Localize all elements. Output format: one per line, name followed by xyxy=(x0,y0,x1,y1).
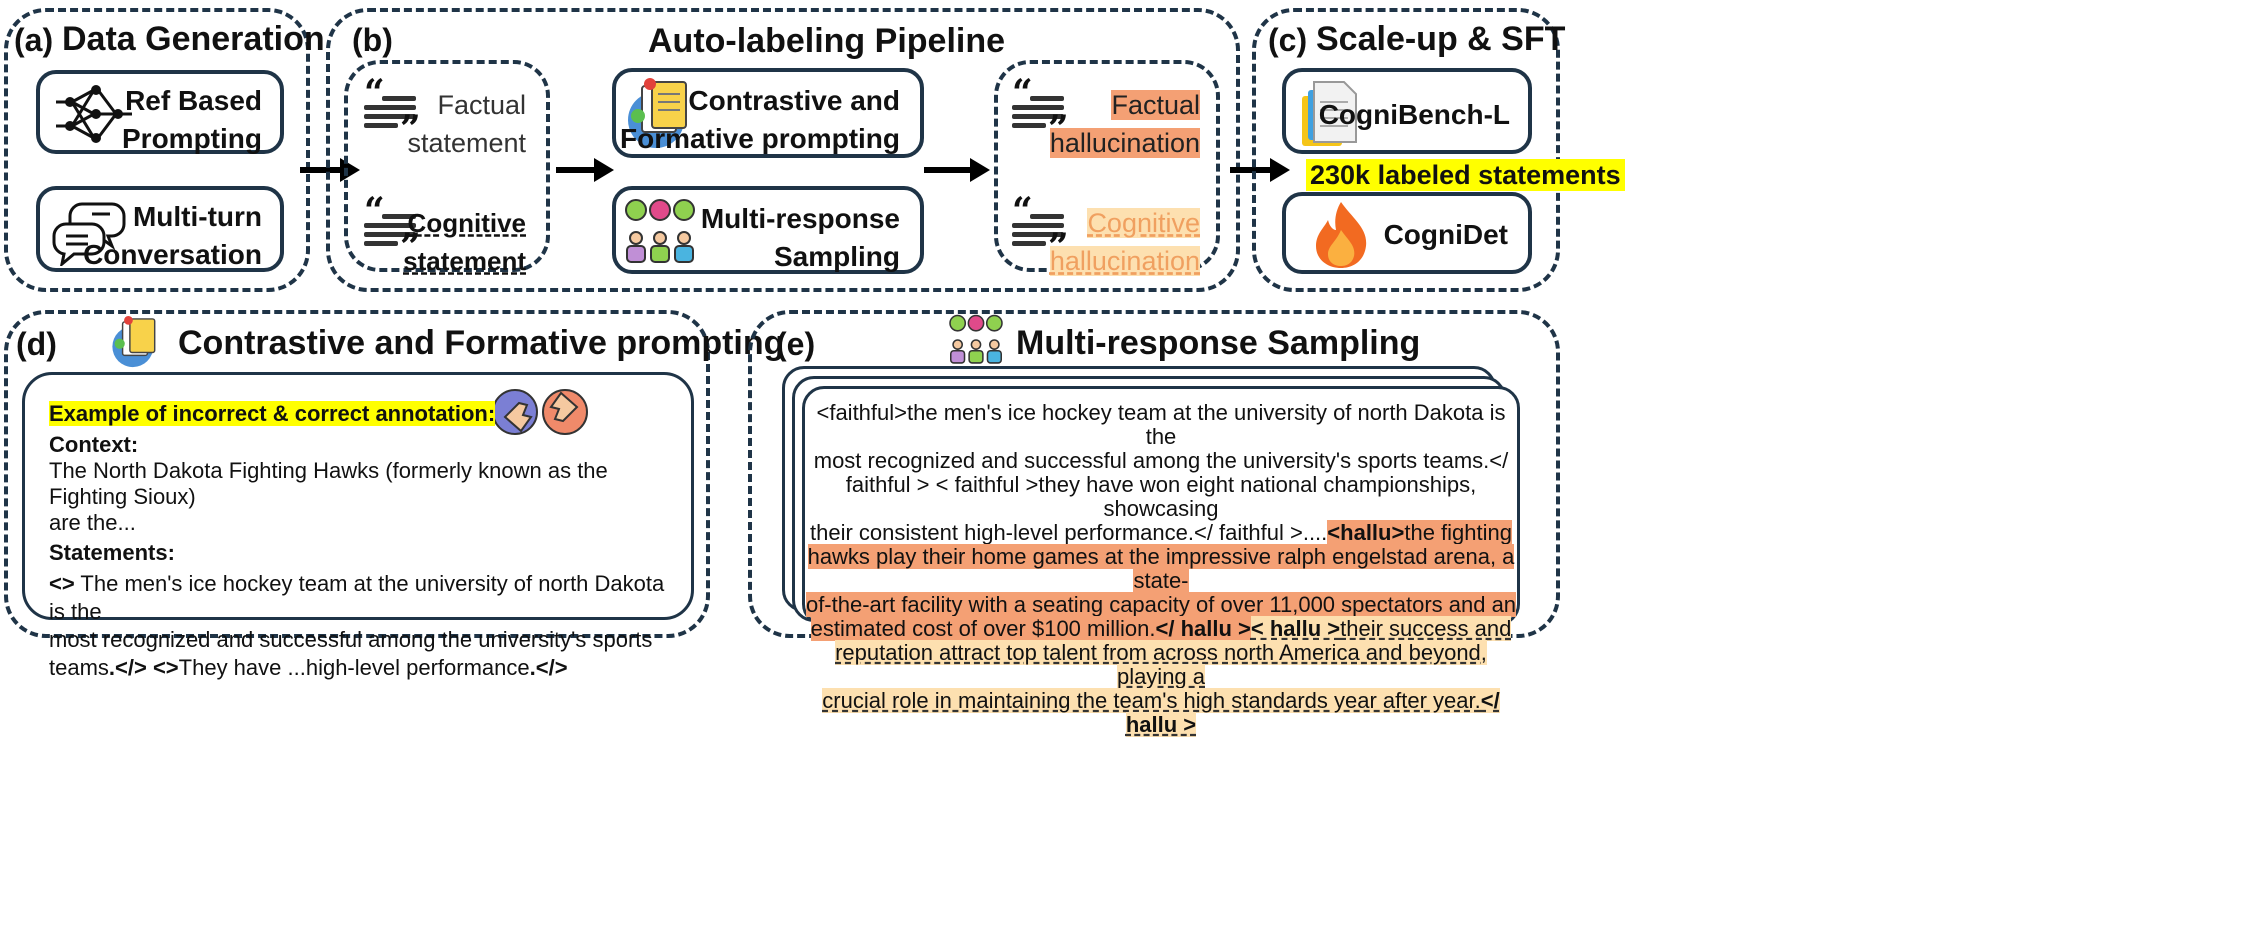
response-line8: reputation attract top talent from acros… xyxy=(835,640,1487,689)
statements-label: Statements: xyxy=(49,540,175,565)
response-line9a: crucial role in maintaining the team's h… xyxy=(822,688,1481,713)
response-line1: <faithful>the men's ice hockey team at t… xyxy=(816,400,1506,449)
hallu-tag-open-1: <hallu> xyxy=(1327,520,1405,545)
section-d-title: Contrastive and Formative prompting xyxy=(178,324,785,362)
quote-icon-cognitive: “ ” xyxy=(364,190,421,268)
thumbs-icon xyxy=(492,389,588,435)
contrastive-prompting-box: Contrastive and Formative prompting xyxy=(612,68,924,158)
section-b-title: Auto-labeling Pipeline xyxy=(648,22,1006,60)
section-a-letter: (a) xyxy=(14,22,54,58)
quote-icon-factual: “ ” xyxy=(364,72,421,150)
hallu-tag-close-1: </ hallu > xyxy=(1155,616,1251,641)
labeled-statements-tag: 230k labeled statements xyxy=(1306,159,1625,191)
response-card-front: <faithful>the men's ice hockey team at t… xyxy=(802,386,1520,737)
quote-icon-factual-out: “ ” xyxy=(1012,72,1069,150)
multi-turn-conversation-box: Multi-turn Conversation xyxy=(36,186,284,272)
hallu-tag-open-2: < hallu > xyxy=(1250,616,1341,641)
chat-bubbles-icon xyxy=(52,202,126,266)
arrow-methods-to-output xyxy=(924,158,990,182)
response-line3: faithful > < faithful >they have won eig… xyxy=(845,472,1477,521)
section-e-title: Multi-response Sampling xyxy=(1016,324,1421,362)
statement-line1: The men's ice hockey team at the univers… xyxy=(49,571,665,624)
response-line2: most recognized and successful among the… xyxy=(813,448,1509,473)
statement-tag-open: <> xyxy=(49,571,75,596)
context-line2: are the... xyxy=(49,510,136,535)
statement-line3b: .</> <> xyxy=(108,655,179,680)
response-line6: of-the-art facility with a seating capac… xyxy=(805,592,1517,617)
cognitive-label-1: Cognitive xyxy=(407,208,526,238)
factual-hallucination-2: hallucination xyxy=(1049,128,1200,158)
section-e-letter: (e) xyxy=(776,326,816,362)
cognidet-label: CogniDet xyxy=(1383,219,1508,250)
cognibench-box: CogniBench-L xyxy=(1282,68,1532,154)
ref-based-line1: Ref Based xyxy=(125,85,262,116)
cognitive-hallucination-2: hallucination xyxy=(1049,246,1200,276)
response-line5: hawks play their home games at the impre… xyxy=(807,544,1515,593)
factual-label-1: Factual xyxy=(437,90,526,120)
multi-response-sampling-box: Multi-response Sampling xyxy=(612,186,924,274)
statement-line2: most recognized and successful among the… xyxy=(49,627,653,652)
contrastive-line1: Contrastive and xyxy=(688,85,900,116)
output-statements-box: “ ” Factual hallucination “ ” Cognitive … xyxy=(994,60,1220,276)
response-line4c: the fighting xyxy=(1404,520,1512,545)
section-a xyxy=(4,8,310,292)
section-c-title: Scale-up & SFT xyxy=(1316,20,1566,58)
section-d xyxy=(4,310,710,638)
statement-line3c: They have ...high-level performance xyxy=(178,655,530,680)
statement-line3a: teams xyxy=(49,655,109,680)
context-line1: The North Dakota Fighting Hawks (formerl… xyxy=(49,458,608,509)
multi-turn-line1: Multi-turn xyxy=(132,201,262,232)
arrow-input-to-methods xyxy=(556,158,614,182)
document-stack-icon xyxy=(1302,81,1357,146)
cognitive-hallucination-1: Cognitive xyxy=(1087,208,1200,238)
neural-network-icon xyxy=(56,85,132,143)
input-statements-box: “ ” Factual statement “ ” Cognitive stat… xyxy=(344,60,550,276)
factual-label-2: statement xyxy=(407,128,526,158)
response-line7d: their success and xyxy=(1340,616,1512,641)
hallu-tag-close-2: </ hallu > xyxy=(1125,688,1500,737)
response-line7a: estimated cost of over $100 million. xyxy=(810,616,1156,641)
multi-response-line2: Sampling xyxy=(773,241,900,272)
section-b xyxy=(326,8,1240,292)
voting-people-icon xyxy=(625,199,695,263)
multi-response-line1: Multi-response xyxy=(700,203,900,234)
voting-people-icon xyxy=(949,314,1003,364)
cognitive-label-2: statement xyxy=(403,246,526,276)
section-a-title: Data Generation xyxy=(62,20,325,58)
statement-line3d: .</> xyxy=(529,655,568,680)
ref-based-prompting-box: Ref Based Prompting xyxy=(36,70,284,154)
cognibench-label: CogniBench-L xyxy=(1318,99,1510,130)
ref-based-line2: Prompting xyxy=(122,123,262,154)
factual-hallucination-1: Factual xyxy=(1111,90,1200,120)
contrastive-line2: Formative prompting xyxy=(619,123,900,154)
response-line4a: their consistent high-level performance.… xyxy=(810,520,1328,545)
section-d-letter: (d) xyxy=(16,326,57,362)
section-c xyxy=(1252,8,1560,292)
cognidet-box: CogniDet xyxy=(1282,192,1532,274)
annotation-example-panel: Example of incorrect & correct annotatio… xyxy=(22,372,694,680)
multi-turn-line2: Conversation xyxy=(83,239,262,270)
section-b-letter: (b) xyxy=(352,22,393,58)
section-c-letter: (c) xyxy=(1268,22,1308,58)
document-check-icon xyxy=(112,316,156,368)
context-label: Context: xyxy=(49,432,139,457)
document-check-icon xyxy=(628,78,687,148)
fire-icon xyxy=(1316,202,1367,268)
example-heading: Example of incorrect & correct annotatio… xyxy=(49,401,496,426)
